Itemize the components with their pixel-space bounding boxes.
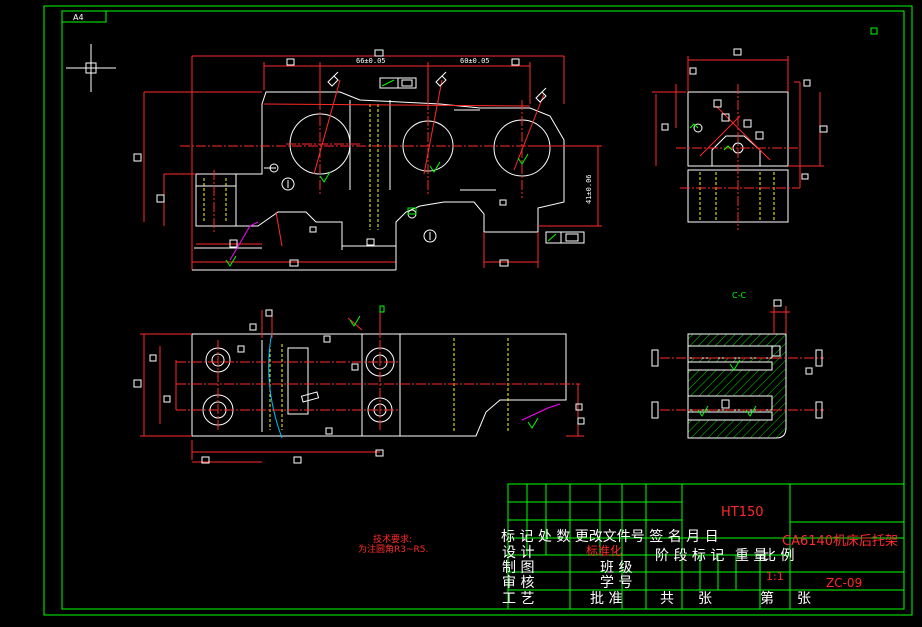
sheet-border: [43, 5, 913, 616]
zoom-marker-icon[interactable]: [870, 27, 878, 35]
section-label: C-C: [732, 291, 746, 300]
tolerance-frame-upper: [379, 77, 417, 89]
scale-value: 1:1: [766, 570, 784, 583]
datum-marker-icon: [281, 177, 295, 191]
page-label: 第: [760, 591, 774, 607]
dimension-upper-right: 60±0.05: [460, 57, 490, 65]
scale-label: 比 例: [762, 548, 795, 564]
dimension-markers: [133, 49, 520, 267]
material-label: HT150: [721, 505, 764, 520]
approve-label: 批 准: [590, 591, 623, 607]
class-label: 班 级: [600, 560, 633, 576]
section-cc-view: [651, 299, 824, 439]
tolerance-frame-lower: [545, 231, 585, 244]
sheet-size-label: A4: [73, 13, 84, 22]
design-label: 设 计: [502, 545, 535, 561]
standardization-label: 标准化: [586, 544, 623, 558]
notes-title: 技术要求:: [373, 535, 413, 545]
drawing-number: ZC-09: [826, 576, 863, 590]
sheet-unit-label: 张: [797, 591, 811, 607]
weight-label: 重 量: [735, 548, 768, 564]
front-view: 66±0.05 60±0.05 41±0.06: [133, 49, 602, 271]
process-label: 工 艺: [502, 591, 535, 607]
side-view: [652, 48, 828, 230]
notes-line: 为注圆角R3~R5.: [358, 545, 429, 555]
sheets-label: 张: [698, 591, 712, 607]
top-view: [133, 305, 585, 464]
title-block: [507, 483, 905, 610]
dimension-vertical: 41±0.06: [585, 174, 593, 204]
drafting-label: 制 图: [502, 560, 535, 576]
dimension-upper-left: 66±0.05: [356, 57, 386, 65]
part-name: CA6140机床后托架: [782, 534, 899, 549]
row-header: 标 记 处 数 更改文件号 签 名 月 日: [501, 529, 719, 545]
crosshair-cursor-icon[interactable]: [66, 44, 116, 92]
review-label: 审 核: [502, 575, 535, 591]
total-label: 共: [660, 591, 674, 607]
roughness-symbols: [225, 153, 529, 267]
student-no-label: 学 号: [600, 575, 633, 591]
stage-label: 阶 段 标 记: [655, 548, 725, 564]
datum-marker-icon: [423, 229, 437, 243]
